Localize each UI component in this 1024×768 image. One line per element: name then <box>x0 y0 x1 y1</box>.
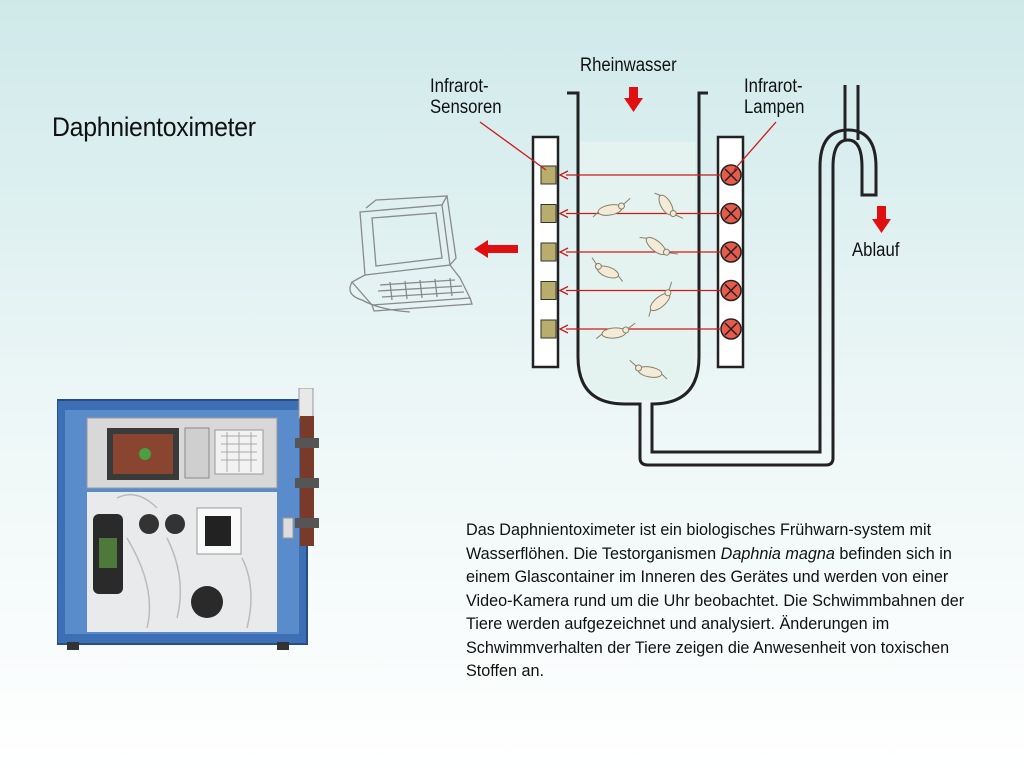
infrared-lamps <box>720 164 742 340</box>
sensor-1 <box>540 165 557 185</box>
label-infrarot-lampen: Infrarot- Lampen <box>744 76 805 118</box>
pipe-top <box>298 388 314 419</box>
lamp-2 <box>720 202 742 225</box>
computer-illustration <box>349 195 473 313</box>
glass-container-photo <box>99 538 117 568</box>
label-rheinwasser: Rheinwasser <box>580 55 677 76</box>
lamp-1 <box>720 164 742 186</box>
outflow-arrow <box>872 206 891 233</box>
infrared-sensors <box>540 165 557 339</box>
description-part-1: Das Daphnientoximeter ist ein biologisch… <box>466 521 932 563</box>
door-handle <box>282 517 294 539</box>
water-fill <box>580 142 695 400</box>
description-part-2: befinden sich in einem Glascontainer im … <box>466 544 965 681</box>
beam-5 <box>558 324 720 334</box>
foot-right <box>277 642 289 650</box>
daphnia-organisms <box>591 192 684 380</box>
label-ablauf: Ablauf <box>852 240 900 261</box>
lamp-4 <box>720 279 742 302</box>
glass-container <box>567 85 878 467</box>
label-infrarot-sensoren: Infrarot- Sensoren <box>430 76 502 118</box>
description-text: Das Daphnientoximeter ist ein biologisch… <box>466 519 986 684</box>
lamp-pointer-line <box>733 121 777 171</box>
valve-1 <box>139 514 159 534</box>
tubing <box>116 493 252 629</box>
sensor-4 <box>540 281 557 300</box>
lamp-3 <box>720 241 742 263</box>
beam-2 <box>558 208 720 219</box>
beam-1 <box>558 170 720 180</box>
slide-title: Daphnientoximeter <box>52 112 256 142</box>
panel-module <box>184 427 210 479</box>
sensor-5 <box>540 319 557 339</box>
description-species: Daphnia magna <box>720 544 835 563</box>
valve-2 <box>165 514 185 534</box>
sensor-pointer-line <box>479 121 547 171</box>
device-photo <box>57 388 319 650</box>
video-camera <box>205 516 231 546</box>
beam-4 <box>558 285 720 296</box>
sensor-2 <box>540 204 557 223</box>
foot-left <box>67 642 79 650</box>
screen-indicator <box>139 448 151 460</box>
inflow-arrow <box>624 87 643 112</box>
pipe-clamp-3 <box>295 518 319 528</box>
pump-motor <box>191 586 223 618</box>
keypad <box>214 429 264 475</box>
pipe-clamp-2 <box>295 478 319 488</box>
data-output-arrow <box>474 240 518 258</box>
sensor-3 <box>540 242 557 262</box>
lamp-5 <box>720 318 742 340</box>
pipe-clamp-1 <box>295 438 319 448</box>
infrared-beams <box>558 170 720 334</box>
beam-3 <box>558 247 720 257</box>
